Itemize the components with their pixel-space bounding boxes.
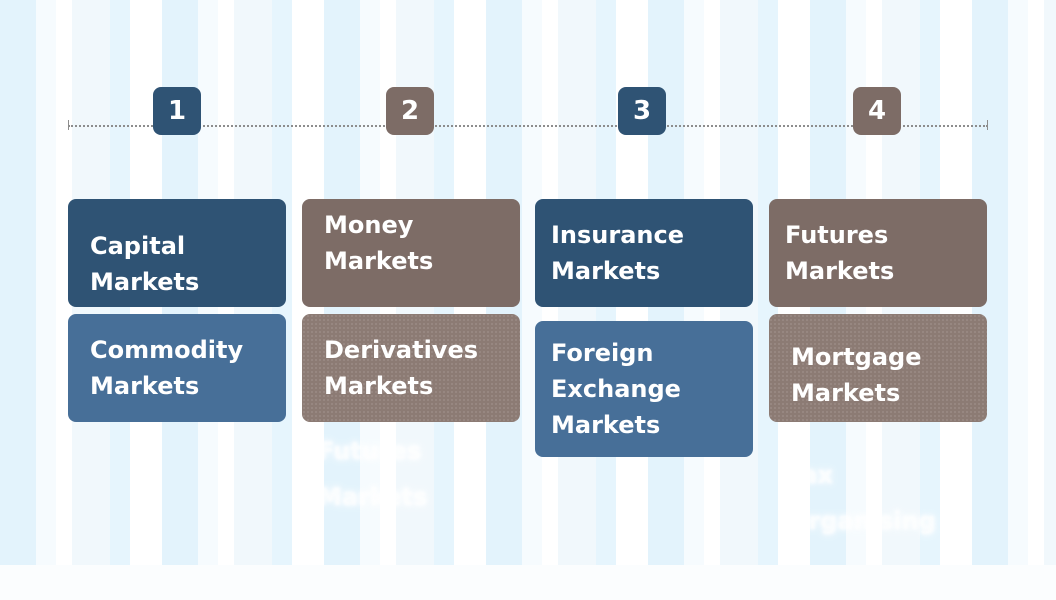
card-money-markets: Money Markets — [302, 199, 520, 307]
timeline-end-tick — [987, 120, 988, 130]
faded-label-tax-organising: Tax Organising — [788, 461, 936, 535]
card-derivatives-markets: Derivatives Markets — [302, 314, 520, 422]
step-badge-3: 3 — [618, 87, 666, 135]
step-badge-2: 2 — [386, 87, 434, 135]
timeline-start-tick — [68, 120, 69, 130]
step-badge-1: 1 — [153, 87, 201, 135]
card-capital-markets: Capital Markets — [68, 199, 286, 307]
card-futures-markets: Futures Markets — [769, 199, 987, 307]
card-insurance-markets: Insurance Markets — [535, 199, 753, 307]
timeline-line — [68, 125, 988, 127]
faded-label-futures: Futures Markets — [318, 437, 428, 511]
step-badge-4: 4 — [853, 87, 901, 135]
bottom-band — [0, 565, 1056, 600]
card-foreign-exchange-markets: Foreign Exchange Markets — [535, 321, 753, 457]
card-mortgage-markets: Mortgage Markets — [769, 314, 987, 422]
card-commodity-markets: Commodity Markets — [68, 314, 286, 422]
